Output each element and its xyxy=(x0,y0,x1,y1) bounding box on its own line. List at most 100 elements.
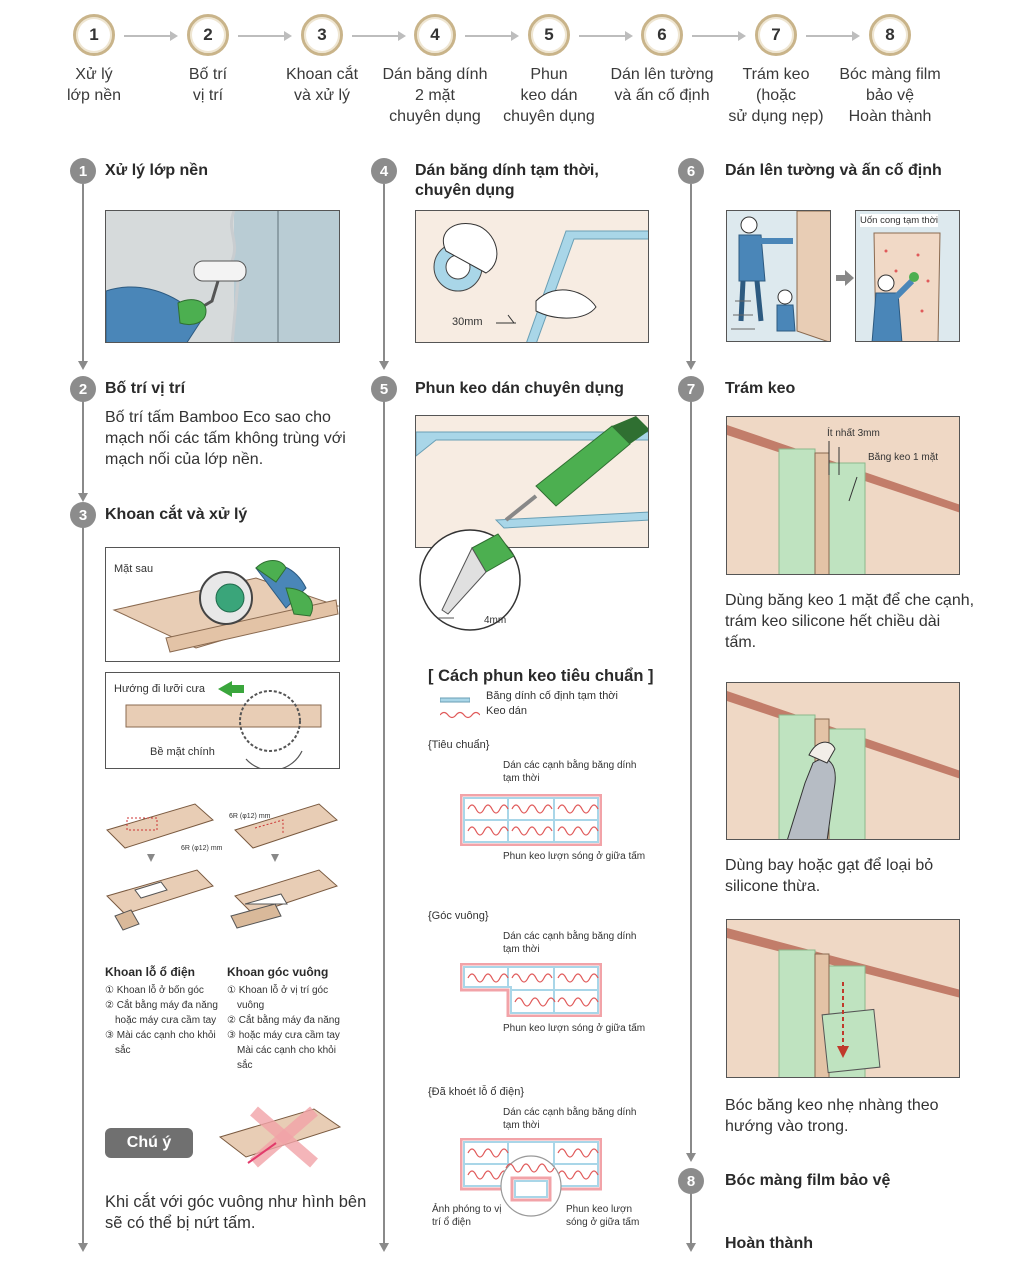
tape-label: Băng keo 1 mặt xyxy=(868,452,939,463)
peel-tape-figure xyxy=(726,919,960,1078)
glue-legend-label: Keo dán xyxy=(486,705,527,717)
section-title: Bố trí vị trí xyxy=(105,380,186,397)
step-label: Trám keo (hoặc sử dụng nẹp) xyxy=(728,66,824,125)
list-item: ② Cắt bằng máy đa năng xyxy=(227,1015,340,1026)
dimension-label: 6R (φ12) mm xyxy=(229,813,271,820)
case-title: {Tiêu chuẩn} xyxy=(428,739,490,751)
section-number: 2 xyxy=(70,376,96,402)
step-bar: 1 Xử lý lớp nền 2 Bố trí vị trí 3 Khoan … xyxy=(0,0,1029,135)
step-label: Phun keo dán chuyên dụng xyxy=(503,66,595,125)
sealant-step-text: Dùng băng keo 1 mặt để che cạnh, trám ke… xyxy=(725,592,975,651)
dimension-label: 6R (φ12) mm xyxy=(181,845,223,852)
substrate-figure xyxy=(105,210,340,343)
sealant-tape-figure: Ít nhất 3mm Băng keo 1 mặt xyxy=(726,416,960,575)
section-title: Dán lên tường và ấn cố định xyxy=(725,162,942,179)
back-side-label: Mặt sau xyxy=(114,563,154,575)
step-1: 1 Xử lý lớp nền xyxy=(29,14,159,106)
mounting-figure-right: Uốn cong tạm thời xyxy=(855,210,960,342)
section-number: 5 xyxy=(371,376,397,402)
finish-label: Hoàn thành xyxy=(725,1235,813,1252)
corner-cut-steps: ① Khoan lỗ ở vị trí góc vuông ② Cắt bằng… xyxy=(227,983,345,1073)
tape-legend-label: Băng dính cố định tạm thời xyxy=(486,690,618,702)
nozzle-size-label: 4mm xyxy=(484,615,507,626)
nozzle-zoom: 4mm xyxy=(418,528,523,633)
arrow-right-icon xyxy=(836,270,854,286)
timeline-line xyxy=(379,184,389,370)
step-label: Dán băng dính 2 mặt chuyên dụng xyxy=(382,66,488,125)
list-item: ① Khoan lỗ ở bốn góc xyxy=(105,985,204,996)
case-top-note: Dán các cạnh bằng băng dính tạm thời xyxy=(503,760,637,784)
step-number: 2 xyxy=(187,14,229,56)
arrow-right-icon xyxy=(465,31,519,41)
blade-direction-figure: Hướng đi lưỡi cưa Bề mặt chính xyxy=(105,672,340,769)
section-number: 4 xyxy=(371,158,397,184)
section-title: Dán băng dính tạm thời, chuyên dụng xyxy=(415,162,599,199)
step-4: 4 Dán băng dính 2 mặt chuyên dụng xyxy=(370,14,500,127)
section-number: 7 xyxy=(678,376,704,402)
case-bottom-note: Phun keo lượn sóng ở giữa tấm xyxy=(503,1023,646,1034)
tape-legend-swatch xyxy=(439,692,471,703)
section-number: 1 xyxy=(70,158,96,184)
note-text: Khi cắt với góc vuông như hình bên sẽ có… xyxy=(105,1193,367,1232)
step-label: Khoan cắt và xử lý xyxy=(285,66,359,104)
double-tape-figure: 30mm xyxy=(415,210,649,343)
step-number: 7 xyxy=(755,14,797,56)
arrow-right-icon xyxy=(579,31,633,41)
timeline-line xyxy=(379,400,389,1252)
timeline-line xyxy=(78,400,88,502)
step-number: 3 xyxy=(301,14,343,56)
step-number: 4 xyxy=(414,14,456,56)
step-number: 1 xyxy=(73,14,115,56)
step-5: 5 Phun keo dán chuyên dụng xyxy=(484,14,614,127)
glue-pattern-corner xyxy=(459,962,603,1018)
bend-label: Uốn cong tạm thời xyxy=(860,214,939,227)
step-label: Dán lên tường và ấn cố định xyxy=(610,66,714,104)
zoom-note: Ảnh phóng to vị trí ổ điện xyxy=(432,1204,502,1228)
list-item: sắc xyxy=(115,1045,131,1056)
section-title: Khoan cắt và xử lý xyxy=(105,506,248,523)
case-title: {Góc vuông} xyxy=(428,910,489,922)
crack-warning-figure xyxy=(218,1105,343,1170)
min-gap-label: Ít nhất 3mm xyxy=(827,428,880,439)
arrow-right-icon xyxy=(124,31,178,41)
glue-legend-swatch xyxy=(439,707,481,719)
section-title: Phun keo dán chuyên dụng xyxy=(415,380,624,397)
step-7: 7 Trám keo (hoặc sử dụng nẹp) xyxy=(711,14,841,127)
list-item: hoặc máy cưa cầm tay xyxy=(115,1015,217,1026)
step-2: 2 Bố trí vị trí xyxy=(143,14,273,106)
case-bottom-note: Phun keo lượn sóng ở giữa tấm xyxy=(503,851,646,862)
list-item: ③ Mài các cạnh cho khỏi xyxy=(105,1030,216,1041)
arrow-right-icon xyxy=(806,31,860,41)
timeline-line xyxy=(686,400,696,1162)
step-label: Xử lý lớp nền xyxy=(66,66,122,104)
step-label: Bố trí vị trí xyxy=(188,66,228,104)
glue-pattern-standard xyxy=(459,793,603,847)
mounting-figure-left xyxy=(726,210,831,342)
standard-method-title: [ Cách phun keo tiêu chuẩn ] xyxy=(428,667,654,685)
glue-gun-figure xyxy=(415,415,649,548)
scraper-step-text: Dùng bay hoặc gạt để loại bỏ silicone th… xyxy=(725,857,934,895)
list-item: ③ hoặc máy cưa cầm tay xyxy=(227,1030,340,1041)
section-number: 6 xyxy=(678,158,704,184)
blade-direction-label: Hướng đi lưỡi cưa xyxy=(114,683,205,695)
outlet-hole-steps: ① Khoan lỗ ở bốn góc ② Cắt bằng máy đa n… xyxy=(105,983,223,1058)
list-item: ② Cắt bằng máy đa năng xyxy=(105,1000,218,1011)
case-top-note: Dán các cạnh bằng băng dính tạm thời xyxy=(503,931,637,955)
list-item: Mài các cạnh cho khỏi xyxy=(237,1045,336,1056)
section-text: Bố trí tấm Bamboo Eco sao cho mạch nối c… xyxy=(105,409,346,468)
saw-cutting-figure: Mặt sau xyxy=(105,547,340,662)
step-number: 8 xyxy=(869,14,911,56)
step-8: 8 Bóc màng film bảo vệ Hoàn thành xyxy=(825,14,955,127)
step-number: 5 xyxy=(528,14,570,56)
dimension-label: 30mm xyxy=(452,316,483,328)
corner-cut-title: Khoan góc vuông xyxy=(227,965,329,979)
timeline-line xyxy=(686,184,696,370)
arrow-right-icon xyxy=(352,31,406,41)
list-item: vuông xyxy=(237,1000,265,1011)
section-number: 3 xyxy=(70,502,96,528)
case-bottom-note: Phun keo lượn sóng ở giữa tấm xyxy=(566,1204,640,1228)
section-number: 8 xyxy=(678,1168,704,1194)
timeline-line xyxy=(78,184,88,370)
list-item: sắc xyxy=(237,1060,253,1071)
glue-pattern-outlet xyxy=(459,1137,603,1222)
